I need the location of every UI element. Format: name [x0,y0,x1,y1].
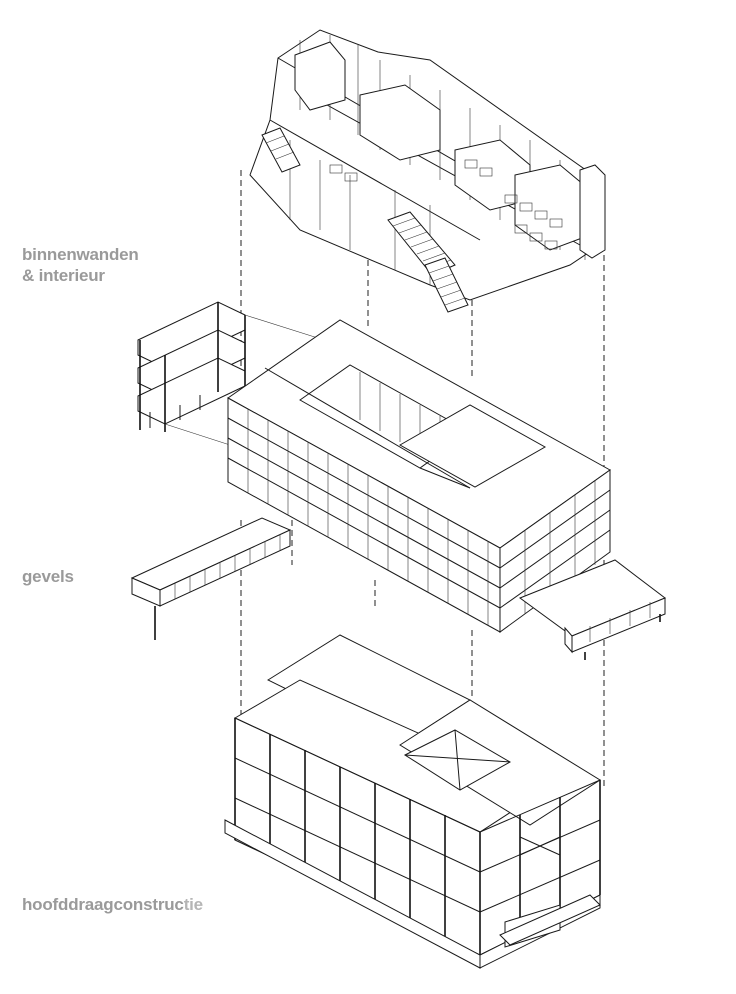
label-hoofddraagconstructie: hoofddraagconstructie [22,894,203,915]
stair-2 [424,257,469,313]
main-structure-layer [224,634,601,969]
entrance-canopy [518,559,666,660]
label-line-binnenwanden: binnenwanden [22,245,139,264]
interior-walls-layer [249,29,606,313]
stair-1 [387,211,456,276]
label-binnenwanden-interieur: binnenwanden & interieur [22,244,139,286]
bridge-walkway [130,517,292,640]
label-hoofd-tail: tie [183,895,203,914]
label-hoofd-main: hoofddraagconstruc [22,895,184,914]
label-gevels: gevels [22,567,74,586]
facade-layer [130,301,666,660]
label-line-interieur: & interieur [22,266,105,285]
balcony-structure [137,301,246,432]
stair-3 [261,127,301,173]
